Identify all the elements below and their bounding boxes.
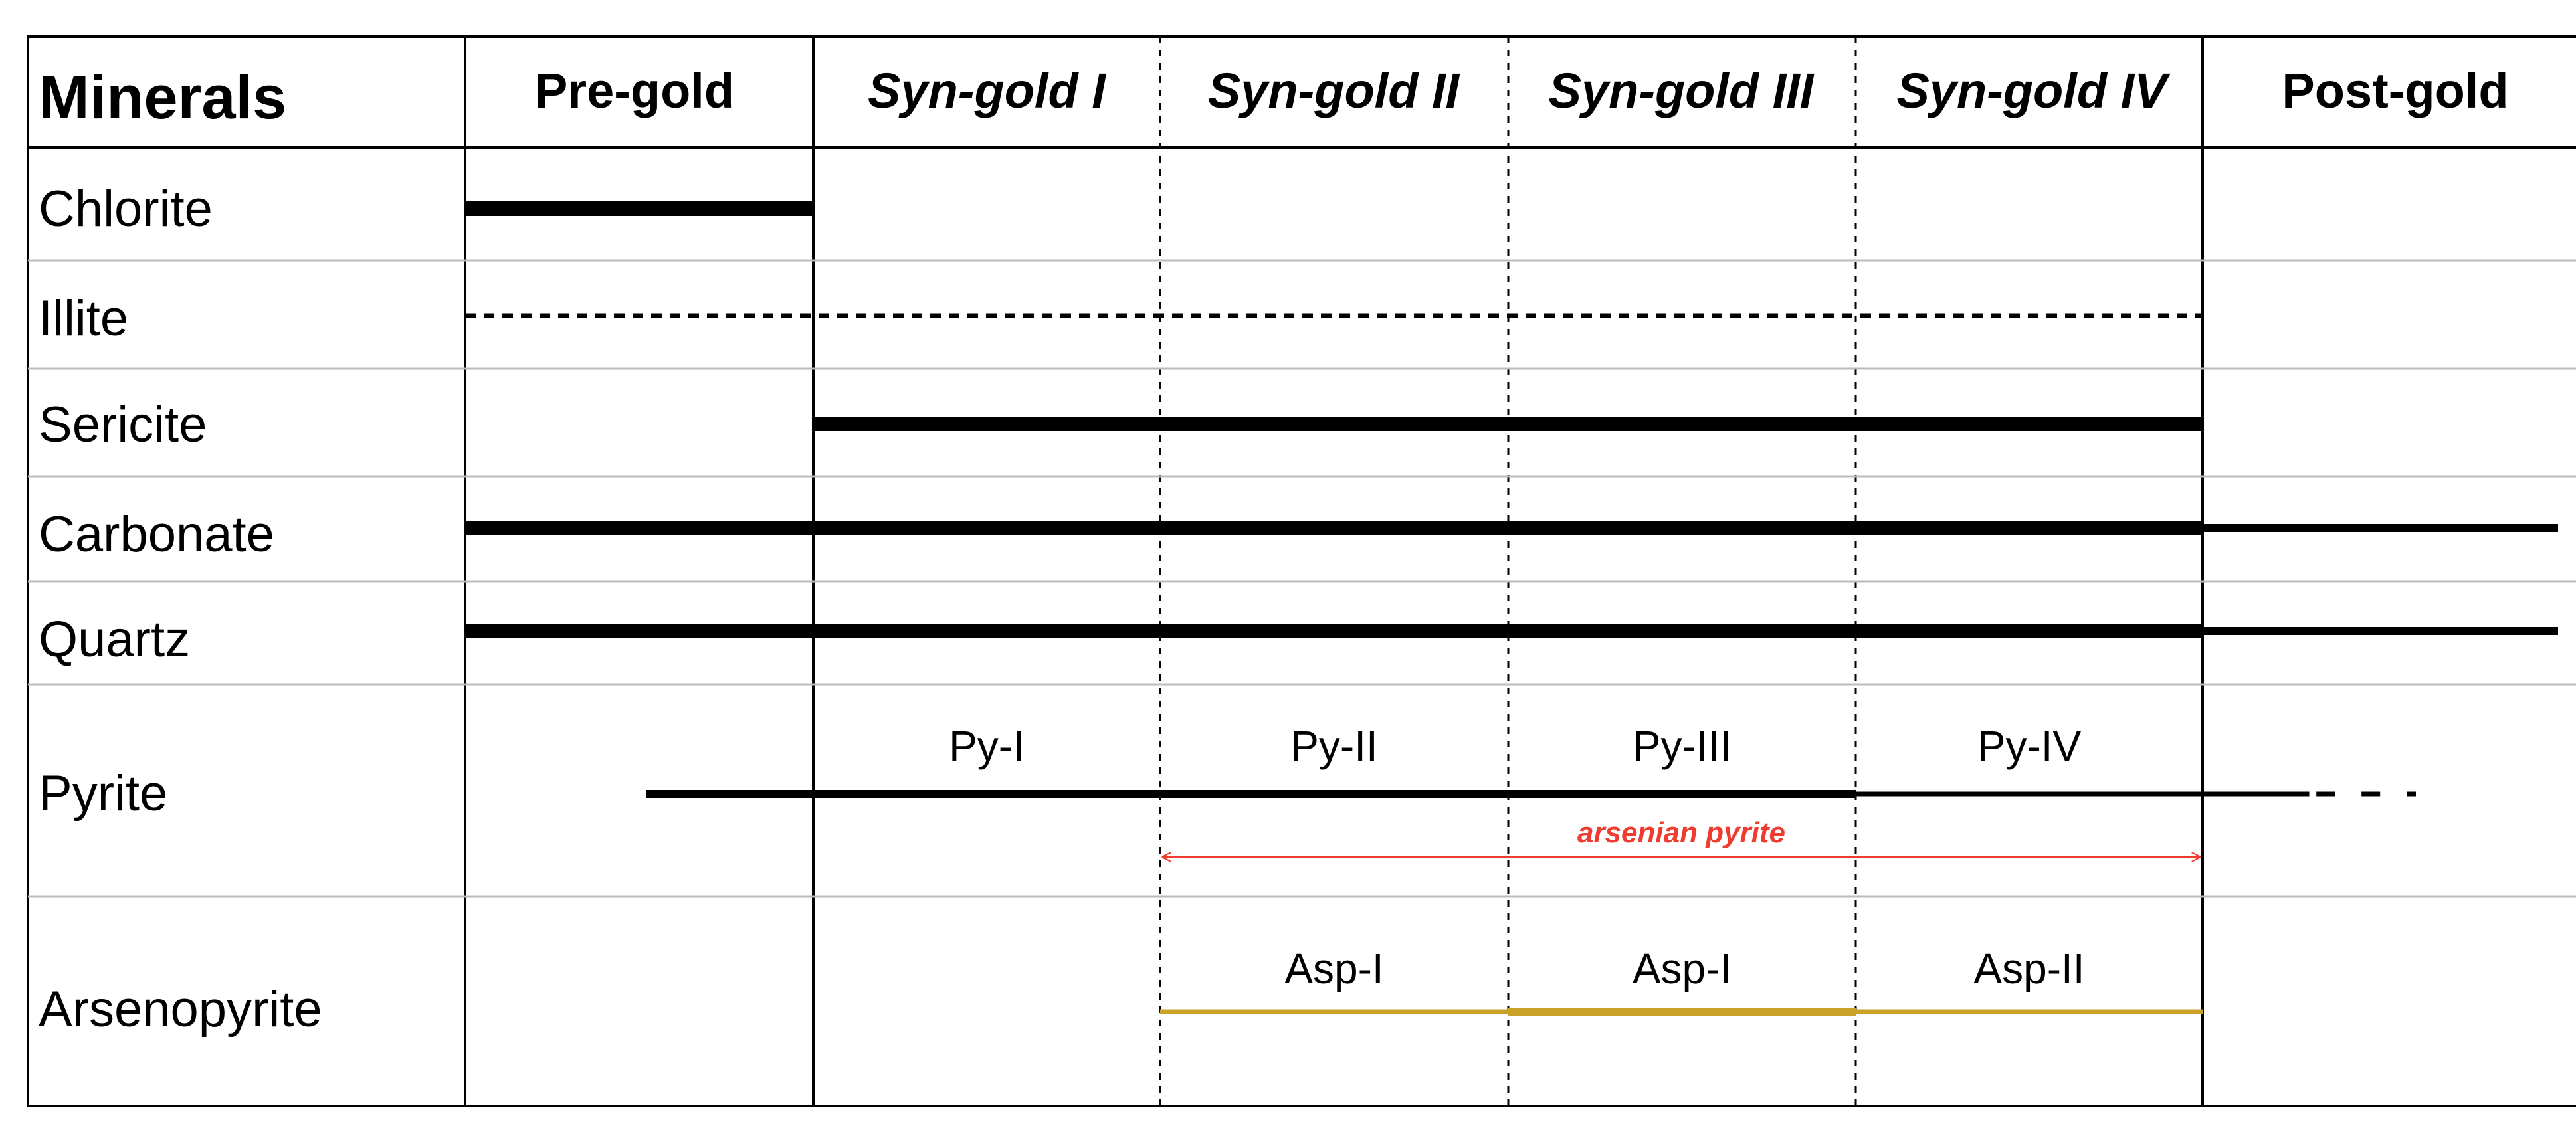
mineral-label-carbonate: Carbonate — [39, 506, 274, 563]
generation-label-asp-i: Asp-I — [1633, 945, 1732, 992]
minerals-column-header: Minerals — [39, 64, 286, 132]
mineral-duration-bars — [465, 201, 2558, 1016]
generation-label-py-iii: Py-III — [1633, 722, 1732, 770]
header-row: Minerals Pre-gold Syn-gold I Syn-gold II… — [39, 63, 2509, 132]
generation-label-asp-i: Asp-I — [1284, 945, 1383, 992]
stage-header-pre-gold: Pre-gold — [535, 63, 734, 118]
mineral-label-chlorite: Chlorite — [39, 181, 213, 237]
generation-label-py-ii: Py-II — [1290, 722, 1378, 770]
row-separators — [28, 259, 2576, 898]
generation-label-py-i: Py-I — [949, 722, 1025, 770]
generation-labels: Py-I Py-II Py-III Py-IV Asp-I Asp-I Asp-II — [949, 722, 2084, 992]
stage-header-syn-gold-1: Syn-gold I — [868, 63, 1106, 118]
arsenian-pyrite-label: arsenian pyrite — [1577, 816, 1785, 849]
generation-label-asp-ii: Asp-II — [1973, 945, 2084, 992]
mineral-label-illite: Illite — [39, 290, 128, 347]
stage-header-syn-gold-4: Syn-gold IV — [1897, 63, 2171, 118]
mineral-label-quartz: Quartz — [39, 611, 190, 668]
stage-header-post-gold: Post-gold — [2282, 63, 2508, 118]
stage-header-syn-gold-2: Syn-gold II — [1208, 63, 1460, 118]
mineral-row-labels: ChloriteIlliteSericiteCarbonateQuartzPyr… — [39, 181, 322, 1038]
mineral-label-arsenopyrite: Arsenopyrite — [39, 981, 322, 1038]
stage-header-syn-gold-3: Syn-gold III — [1549, 63, 1815, 118]
mineral-label-sericite: Sericite — [39, 397, 207, 453]
generation-label-py-iv: Py-IV — [1977, 722, 2082, 770]
mineral-label-pyrite: Pyrite — [39, 765, 167, 822]
arsenian-pyrite-range: arsenian pyrite — [1163, 816, 2200, 857]
